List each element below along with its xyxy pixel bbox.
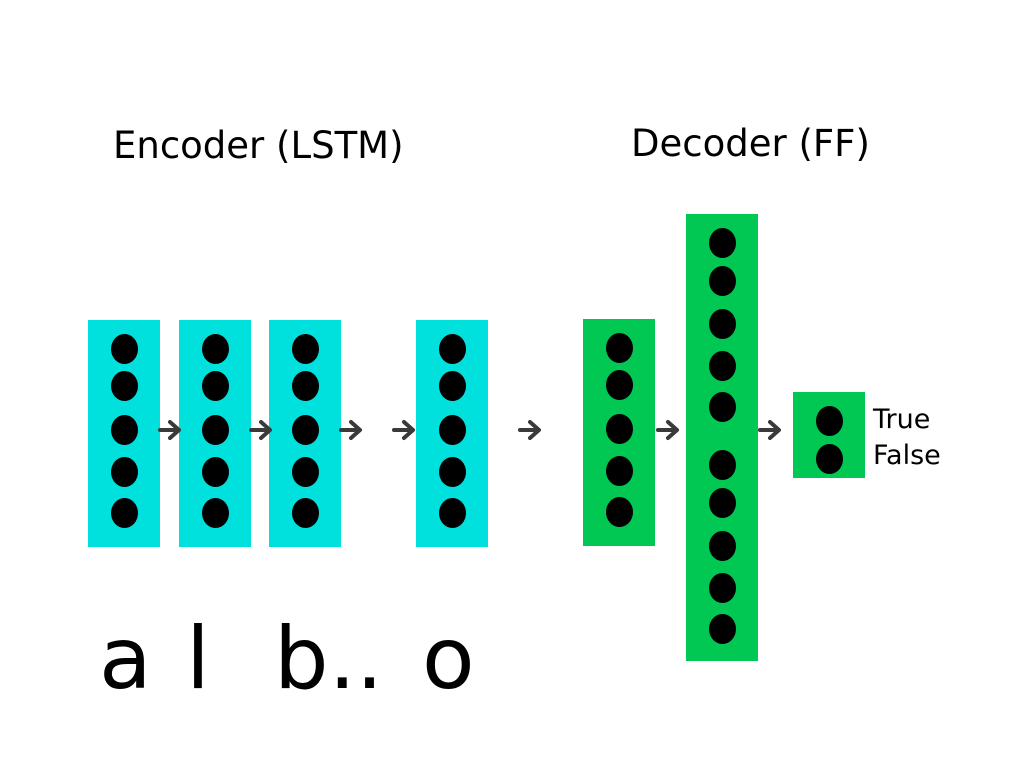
neuron-node — [111, 457, 138, 487]
neuron-node — [111, 371, 138, 401]
arrow-right-icon — [758, 420, 781, 440]
neuron-node — [439, 415, 466, 445]
neuron-node — [709, 573, 736, 603]
neuron-node — [292, 371, 319, 401]
neuron-node — [816, 444, 843, 474]
neuron-node — [709, 450, 736, 480]
input-token: l — [186, 609, 210, 709]
arrow-right-icon — [392, 420, 415, 440]
neuron-node — [111, 498, 138, 528]
neuron-node — [202, 415, 229, 445]
encoder-block-1 — [88, 320, 160, 547]
encoder-block-3 — [269, 320, 341, 547]
neuron-node — [606, 333, 633, 363]
neuron-node — [202, 371, 229, 401]
output-label-true: True — [873, 404, 931, 435]
input-token: a — [99, 609, 152, 709]
neuron-node — [292, 415, 319, 445]
neuron-node — [111, 415, 138, 445]
arrow-right-icon — [656, 420, 679, 440]
neuron-node — [606, 414, 633, 444]
neuron-node — [202, 498, 229, 528]
neuron-node — [816, 406, 843, 436]
encoder-block-2 — [179, 320, 251, 547]
neuron-node — [292, 334, 319, 364]
neuron-node — [709, 614, 736, 644]
neuron-node — [606, 497, 633, 527]
neuron-node — [709, 392, 736, 422]
neuron-node — [202, 334, 229, 364]
decoder-hidden-layer — [686, 214, 758, 661]
neuron-node — [439, 334, 466, 364]
arrow-right-icon — [249, 420, 272, 440]
neuron-node — [709, 228, 736, 258]
output-label-false: False — [873, 440, 941, 471]
encoder-block-4 — [416, 320, 488, 547]
decoder-title: Decoder (FF) — [631, 122, 870, 165]
arrow-right-icon — [518, 420, 541, 440]
neuron-node — [709, 309, 736, 339]
arrow-right-icon — [158, 420, 181, 440]
neuron-node — [709, 351, 736, 381]
decoder-input-layer — [583, 319, 655, 546]
neuron-node — [111, 334, 138, 364]
neuron-node — [709, 488, 736, 518]
neuron-node — [439, 457, 466, 487]
neuron-node — [709, 266, 736, 296]
neuron-node — [292, 457, 319, 487]
input-token: o — [422, 609, 475, 709]
neuron-node — [439, 498, 466, 528]
neuron-node — [709, 531, 736, 561]
neuron-node — [606, 370, 633, 400]
neuron-node — [606, 456, 633, 486]
neuron-node — [202, 457, 229, 487]
input-token: b.. — [274, 609, 384, 709]
neuron-node — [292, 498, 319, 528]
decoder-output-layer — [793, 392, 865, 478]
arrow-right-icon — [339, 420, 362, 440]
neuron-node — [439, 371, 466, 401]
encoder-title: Encoder (LSTM) — [113, 124, 404, 167]
